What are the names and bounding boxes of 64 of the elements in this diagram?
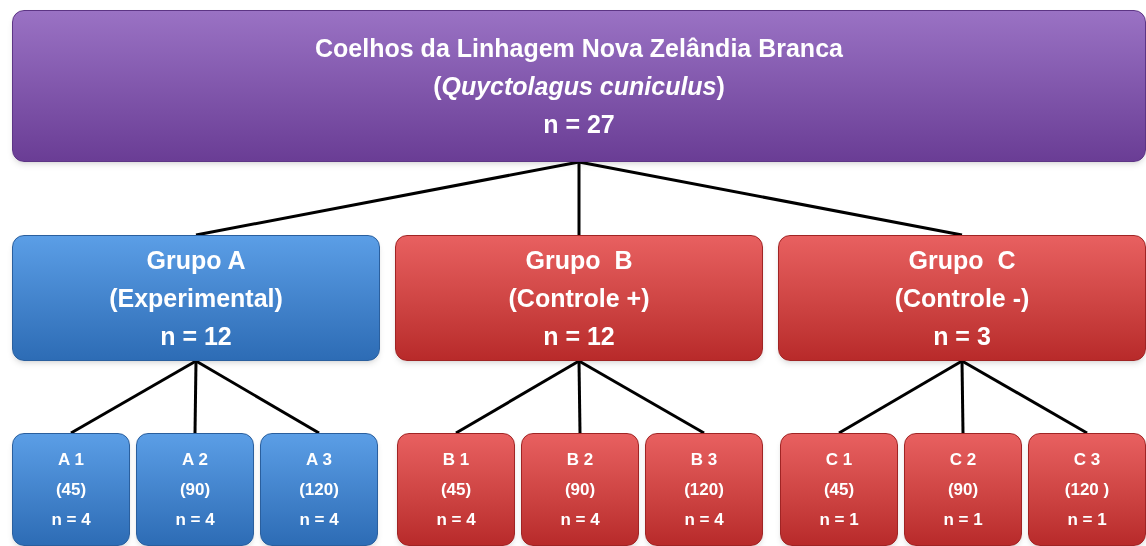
node-text: A 1 bbox=[58, 448, 84, 471]
node-text: Grupo A bbox=[146, 245, 246, 276]
node-text: B 2 bbox=[566, 448, 594, 471]
connector-line bbox=[838, 359, 963, 435]
node-text: (45) bbox=[440, 478, 472, 501]
node-text: C 3 bbox=[1073, 448, 1101, 471]
connector-line bbox=[195, 160, 580, 237]
node-text: (Controle -) bbox=[894, 283, 1030, 314]
node-text: C 2 bbox=[949, 448, 977, 471]
node-text: (120) bbox=[684, 478, 724, 501]
group-box bbox=[12, 235, 380, 361]
node-text: (Controle +) bbox=[508, 283, 650, 314]
node-text: (90) bbox=[564, 478, 596, 501]
subgroup-box bbox=[645, 433, 763, 546]
subgroup-box bbox=[521, 433, 639, 546]
node-text: Grupo B bbox=[525, 245, 633, 276]
node-text: n = 4 bbox=[299, 508, 339, 531]
node-text: (120 ) bbox=[1064, 478, 1110, 501]
node-text: n = 4 bbox=[436, 508, 476, 531]
node-text: n = 12 bbox=[543, 321, 615, 352]
connector-line bbox=[577, 360, 582, 434]
node-text: n = 4 bbox=[560, 508, 600, 531]
connector-line bbox=[960, 360, 965, 434]
node-text: (90) bbox=[947, 478, 979, 501]
node-text: n = 4 bbox=[51, 508, 91, 531]
subgroup-box bbox=[260, 433, 378, 546]
node-text: n = 1 bbox=[943, 508, 983, 531]
connector-line bbox=[578, 160, 963, 237]
subgroup-box bbox=[780, 433, 898, 546]
node-text: B 1 bbox=[442, 448, 470, 471]
node-text: Coelhos da Linhagem Nova Zelândia Branca bbox=[315, 33, 843, 64]
node-text: (90) bbox=[179, 478, 211, 501]
node-text: n = 12 bbox=[160, 321, 232, 352]
subgroup-box bbox=[397, 433, 515, 546]
connector-line bbox=[961, 359, 1088, 435]
node-text: n = 27 bbox=[543, 109, 615, 140]
node-text: A 2 bbox=[182, 448, 208, 471]
connector-line bbox=[195, 359, 320, 435]
node-text: n = 4 bbox=[684, 508, 724, 531]
node-text: (Experimental) bbox=[109, 283, 283, 314]
group-box bbox=[778, 235, 1146, 361]
connector-line bbox=[193, 360, 198, 434]
subgroup-box bbox=[904, 433, 1022, 546]
node-text: n = 4 bbox=[175, 508, 215, 531]
node-text: n = 1 bbox=[1067, 508, 1107, 531]
node-text: (45) bbox=[823, 478, 855, 501]
node-text: (45) bbox=[55, 478, 87, 501]
node-text: A 3 bbox=[306, 448, 332, 471]
group-box bbox=[395, 235, 763, 361]
node-text: (120) bbox=[299, 478, 339, 501]
subgroup-box bbox=[136, 433, 254, 546]
node-text: n = 3 bbox=[933, 321, 991, 352]
connector-line bbox=[577, 162, 581, 235]
subgroup-box bbox=[1028, 433, 1146, 546]
node-text: (Quyctolagus cuniculus) bbox=[433, 71, 725, 102]
node-text: Grupo C bbox=[908, 245, 1016, 276]
connector-line bbox=[455, 359, 580, 435]
node-text: n = 1 bbox=[819, 508, 859, 531]
root-box bbox=[12, 10, 1146, 162]
connector-line bbox=[578, 359, 705, 435]
node-text: B 3 bbox=[690, 448, 718, 471]
connector-line bbox=[70, 359, 197, 435]
subgroup-box bbox=[12, 433, 130, 546]
node-text: C 1 bbox=[825, 448, 853, 471]
